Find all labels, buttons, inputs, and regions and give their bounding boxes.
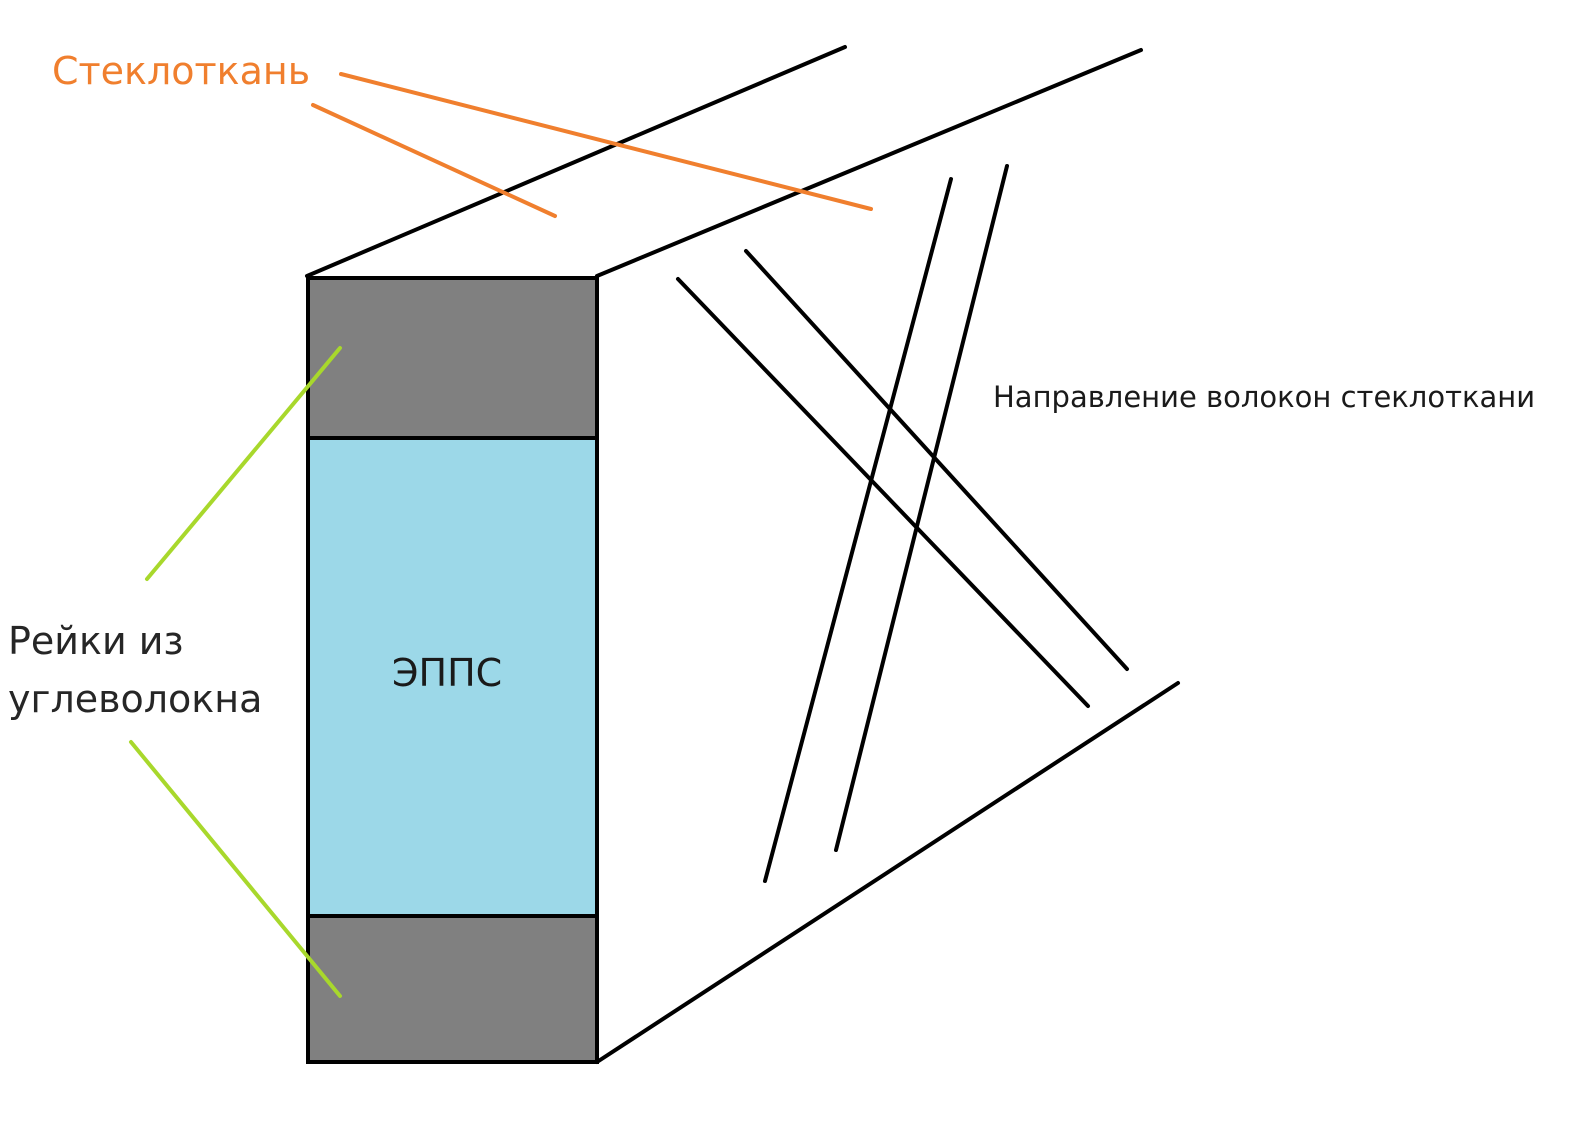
top-right-depth-edge <box>595 48 1143 278</box>
fiber-direction-lines <box>676 164 1129 883</box>
fiber-line-steep-2 <box>834 164 1009 852</box>
fiber-line-diagonal-1 <box>676 277 1090 708</box>
fiber-line-steep-1 <box>763 177 953 883</box>
bottom-right-depth-edge <box>595 681 1180 1064</box>
carbon-slat-bottom <box>306 914 599 1064</box>
cross-section <box>306 276 599 1064</box>
fiber-line-diagonal-2 <box>744 249 1129 671</box>
fiberglass-leader-1 <box>311 103 557 218</box>
fiberglass-leader-lines <box>311 72 873 218</box>
carbon-leader-top <box>145 346 342 581</box>
carbon-leader-lines <box>129 346 342 998</box>
carbon-slats-label-line1: Рейки из <box>8 619 184 663</box>
top-left-depth-edge <box>305 45 847 278</box>
carbon-slats-label: Рейки из углеволокна <box>8 612 288 728</box>
fiberglass-leader-2 <box>339 72 873 211</box>
carbon-slats-label-line2: углеволокна <box>8 677 263 721</box>
fiber-direction-label: Направление волокон стеклоткани <box>993 380 1536 414</box>
panel-outline-edges <box>305 45 1180 1064</box>
fiberglass-label: Стеклоткань <box>52 49 311 93</box>
carbon-slat-top <box>306 276 599 440</box>
carbon-leader-bottom <box>129 740 342 998</box>
xps-core-label: ЭППС <box>392 651 503 695</box>
